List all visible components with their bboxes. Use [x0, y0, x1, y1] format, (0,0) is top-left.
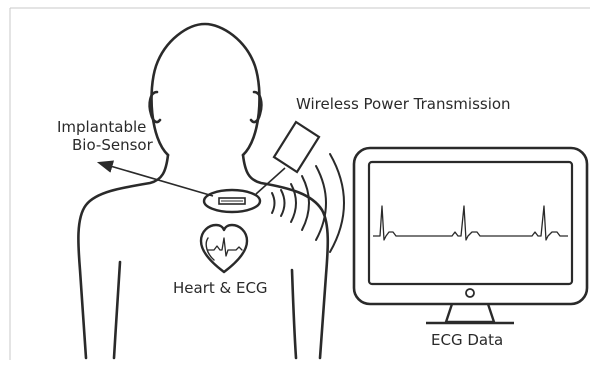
sensor-label-line2: Bio-Sensor — [72, 136, 153, 154]
ecg-data-label: ECG Data — [431, 331, 503, 349]
implantable-sensor-icon — [204, 190, 260, 212]
heart-ecg-label: Heart & ECG — [173, 279, 268, 297]
wireless-signal-icon — [272, 154, 344, 252]
heart-ecg-icon — [201, 225, 247, 272]
sensor-label-line1: Implantable — [57, 118, 146, 136]
power-transmitter-device — [274, 122, 319, 172]
human-body-outline — [78, 24, 327, 358]
wireless-power-label: Wireless Power Transmission — [296, 95, 511, 113]
sensor-pointer-arrow — [100, 163, 213, 196]
ecg-monitor — [354, 148, 587, 323]
